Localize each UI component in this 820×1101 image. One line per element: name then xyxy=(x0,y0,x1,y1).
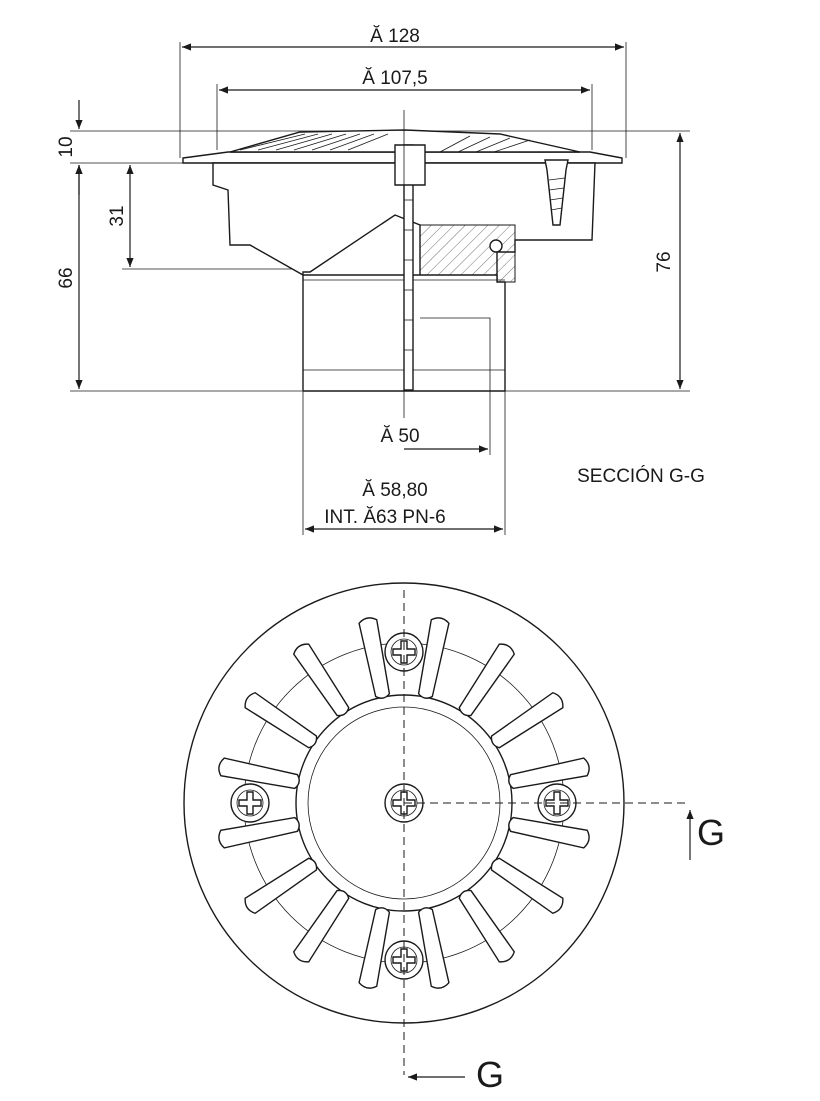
plan-view: G G xyxy=(183,582,725,1095)
section-marker-bottom: G xyxy=(408,1054,504,1095)
dim-outlet-diameter-label: Ă 58,80 xyxy=(362,480,428,501)
section-marker-right: G xyxy=(686,810,725,860)
dim-inner-diameter-label: Ă 50 xyxy=(380,426,419,447)
dim-outlet-height: 66 xyxy=(56,165,302,392)
grate-slot xyxy=(508,757,590,790)
grate-slot xyxy=(458,889,516,963)
grate-slot xyxy=(490,857,564,915)
grate-slot xyxy=(292,643,350,717)
grate-slot xyxy=(292,889,350,963)
dim-inner-diameter: Ă 50 xyxy=(380,391,491,455)
grate-slot xyxy=(508,816,590,849)
grate-slot xyxy=(244,691,318,749)
dim-outer-diameter: Ă 128 xyxy=(179,26,627,158)
dim-outlet-height-label: 66 xyxy=(56,267,77,288)
section-view: Ă 128 Ă 107,5 10 31 66 xyxy=(56,26,705,535)
section-title: SECCIÓN G-G xyxy=(577,465,705,487)
dim-body-height: 31 xyxy=(107,165,300,270)
screw-right xyxy=(537,783,577,823)
grate-slot xyxy=(244,857,318,915)
grate-slot xyxy=(458,643,516,717)
dim-pipe-spec-label: INT. Ă63 PN-6 xyxy=(324,507,445,528)
grate-slot xyxy=(417,617,450,699)
dim-outer-diameter-label: Ă 128 xyxy=(370,26,420,47)
dim-grate-diameter: Ă 107,5 xyxy=(216,68,593,150)
grate-slot xyxy=(358,617,391,699)
dim-grate-diameter-label: Ă 107,5 xyxy=(362,68,428,89)
grate-slot xyxy=(490,691,564,749)
dim-outlet-diameter: Ă 58,80 INT. Ă63 PN-6 xyxy=(302,391,506,535)
dim-total-height: 76 xyxy=(430,130,690,392)
grate-slot xyxy=(218,757,300,790)
screw-top xyxy=(384,632,424,672)
grate-slot xyxy=(218,816,300,849)
grate-slots xyxy=(218,617,590,989)
screw-left xyxy=(230,783,270,823)
section-marker-right-label: G xyxy=(697,812,725,853)
grate-slot xyxy=(417,907,450,989)
dim-body-height-label: 31 xyxy=(107,205,128,226)
drain-body xyxy=(182,129,623,392)
section-marker-bottom-label: G xyxy=(476,1054,504,1095)
dim-total-height-label: 76 xyxy=(654,251,675,272)
dim-flange-height-label: 10 xyxy=(56,136,77,157)
grate-slot xyxy=(358,907,391,989)
